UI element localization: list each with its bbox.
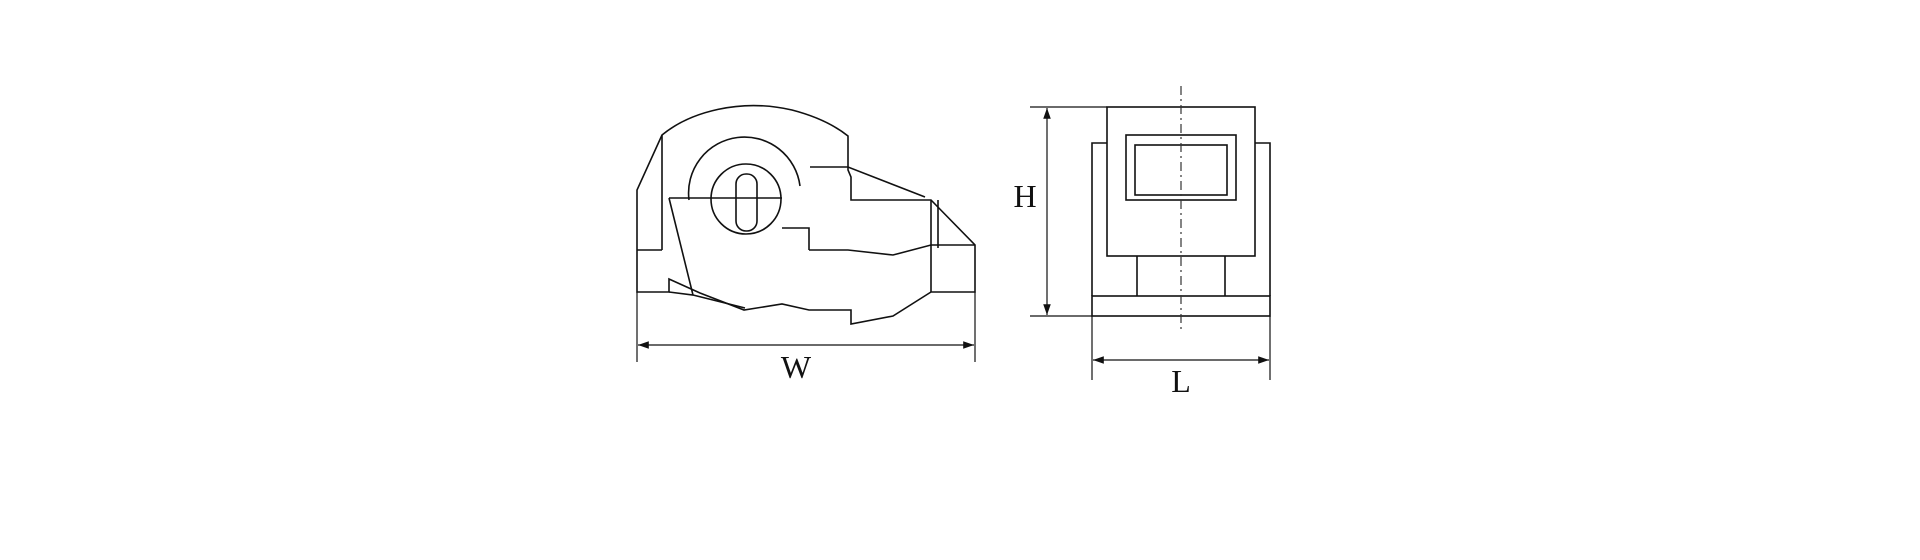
side-view-hub-slot	[735, 173, 758, 232]
side-view-beam	[669, 197, 975, 256]
side-view-lower-wedge	[668, 197, 746, 309]
side-view-end-block	[930, 200, 939, 292]
side-view-body-outline	[636, 104, 976, 325]
side-view: W	[636, 104, 976, 385]
front-view-neck	[1136, 256, 1226, 296]
front-view: H L	[1013, 86, 1271, 399]
side-view-hub-outer	[687, 136, 801, 201]
height-label: H	[1013, 178, 1036, 214]
side-view-hub-inner	[710, 163, 782, 235]
width-label: W	[781, 349, 812, 385]
front-view-right-flange	[1255, 142, 1271, 296]
front-view-left-flange	[1091, 142, 1107, 296]
length-label: L	[1171, 363, 1191, 399]
side-view-upper-arm	[810, 166, 926, 198]
side-view-left-edges	[637, 135, 663, 251]
